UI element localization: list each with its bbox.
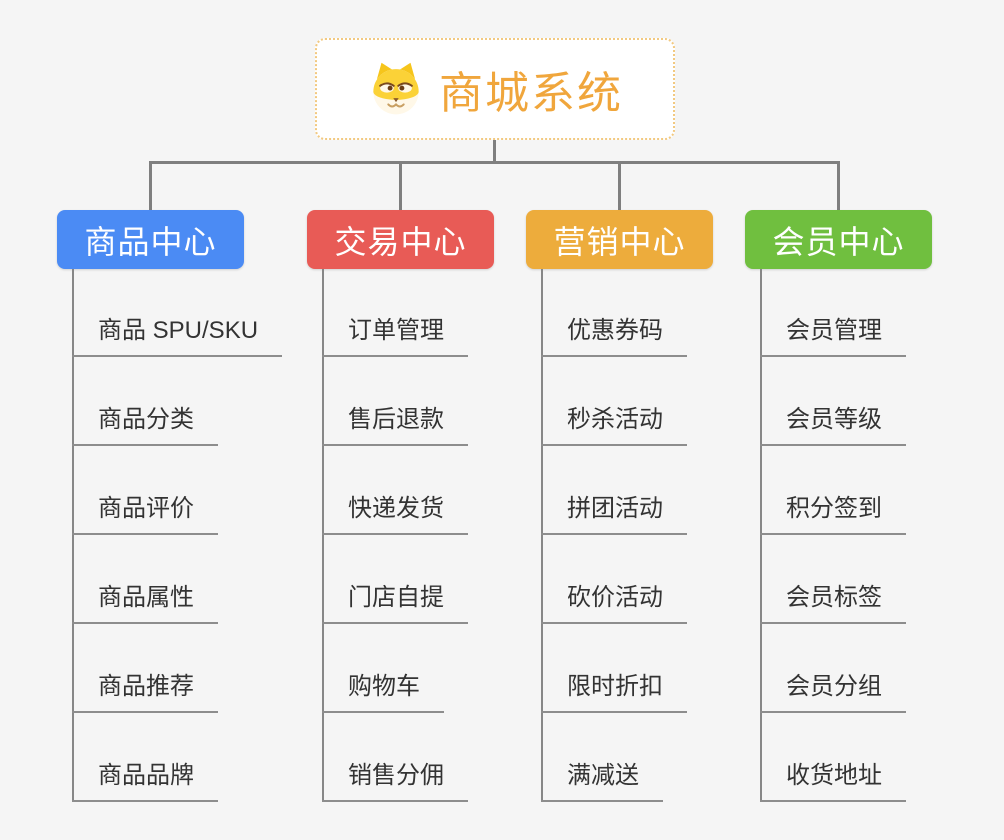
connector-horizontal [149, 161, 840, 164]
node-limited-time-discount[interactable]: 限时折扣 [541, 671, 687, 713]
node-aftersale-refund[interactable]: 售后退款 [322, 404, 468, 446]
node-flash-sale[interactable]: 秒杀活动 [541, 404, 687, 446]
node-order-management[interactable]: 订单管理 [322, 315, 468, 357]
node-product-spu-sku[interactable]: 商品 SPU/SKU [72, 315, 283, 357]
node-shipping-address[interactable]: 收货地址 [760, 760, 906, 802]
connector-branch-stub [837, 161, 840, 210]
node-product-review[interactable]: 商品评价 [72, 493, 218, 535]
connector-branch-stub [618, 161, 621, 210]
node-member-group[interactable]: 会员分组 [760, 671, 906, 713]
node-member-level[interactable]: 会员等级 [760, 404, 906, 446]
connector-root-stub [493, 140, 496, 163]
node-product-attribute[interactable]: 商品属性 [72, 582, 218, 624]
branch-header-product-center[interactable]: 商品中心 [57, 210, 244, 269]
node-shopping-cart[interactable]: 购物车 [322, 671, 444, 713]
node-sales-commission[interactable]: 销售分佣 [322, 760, 468, 802]
branch-header-marketing-center[interactable]: 营销中心 [526, 210, 713, 269]
branch-marketing-center: 营销中心 优惠券码 秒杀活动 拼团活动 砍价活动 限时折扣 满减送 [526, 210, 713, 802]
node-group-buy[interactable]: 拼团活动 [541, 493, 687, 535]
connector-branch-stub [399, 161, 402, 210]
branch-header-member-center[interactable]: 会员中心 [745, 210, 932, 269]
root-node-title: 商城系统 [439, 69, 623, 118]
node-product-recommend[interactable]: 商品推荐 [72, 671, 218, 713]
connector-branch-stub [149, 161, 152, 210]
node-points-checkin[interactable]: 积分签到 [760, 493, 906, 535]
node-full-reduction[interactable]: 满减送 [541, 760, 663, 802]
node-bargain-activity[interactable]: 砍价活动 [541, 582, 687, 624]
node-store-pickup[interactable]: 门店自提 [322, 582, 468, 624]
branch-header-trade-center[interactable]: 交易中心 [307, 210, 494, 269]
dog-face-icon [373, 62, 419, 115]
branch-member-center: 会员中心 会员管理 会员等级 积分签到 会员标签 会员分组 收货地址 [745, 210, 932, 802]
node-member-tag[interactable]: 会员标签 [760, 582, 906, 624]
node-product-category[interactable]: 商品分类 [72, 404, 218, 446]
node-product-brand[interactable]: 商品品牌 [72, 760, 218, 802]
node-express-delivery[interactable]: 快递发货 [322, 493, 468, 535]
node-coupon-code[interactable]: 优惠券码 [541, 315, 687, 357]
branch-product-center: 商品中心 商品 SPU/SKU 商品分类 商品评价 商品属性 商品推荐 商品品牌 [57, 210, 283, 802]
root-node[interactable]: 商城系统 [315, 38, 675, 140]
node-member-management[interactable]: 会员管理 [760, 315, 906, 357]
branch-trade-center: 交易中心 订单管理 售后退款 快递发货 门店自提 购物车 销售分佣 [307, 210, 494, 802]
